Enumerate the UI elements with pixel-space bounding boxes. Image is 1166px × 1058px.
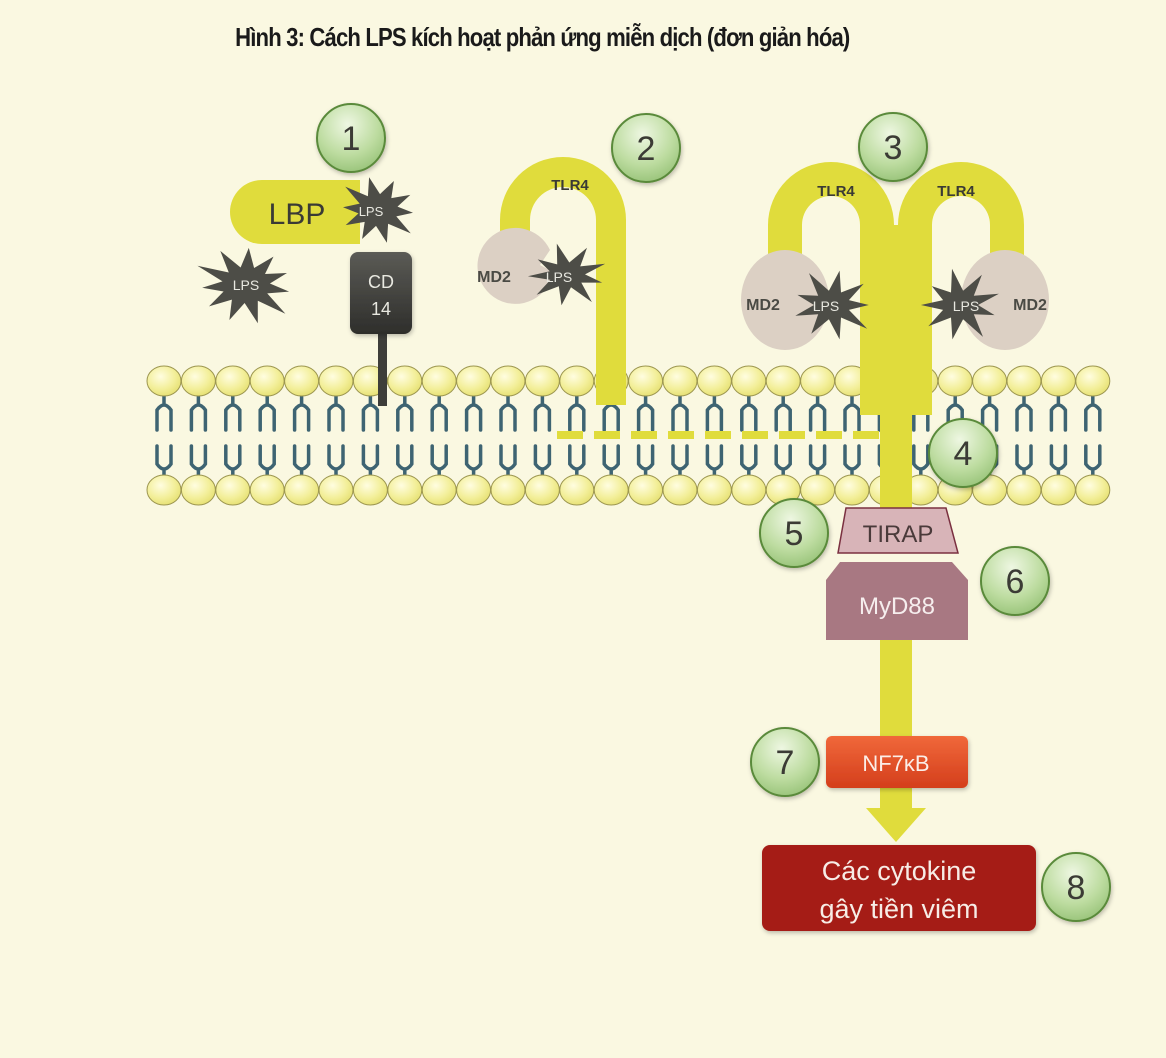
phospholipid [524, 365, 560, 506]
proinflammatory-cytokines-box: Các cytokine gây tiền viêm [762, 845, 1036, 931]
membrane-dash [557, 431, 583, 439]
phospholipid [284, 365, 320, 506]
membrane-dash [594, 431, 620, 439]
phospholipid [387, 365, 423, 506]
lbp-label: LBP [269, 198, 326, 231]
step-number: 8 [1067, 869, 1086, 907]
lps-label: LPS [233, 277, 259, 293]
step-badge-2: 2 [611, 113, 681, 183]
cd14-label-line2: 14 [371, 299, 391, 319]
step-badge-5: 5 [759, 498, 829, 568]
tlr4-left-label: TLR4 [817, 183, 855, 200]
md2-label: MD2 [477, 269, 511, 286]
step-number: 4 [954, 435, 973, 473]
lps-label: LPS [953, 298, 979, 314]
phospholipid [1040, 365, 1076, 506]
step-badge-7: 7 [750, 727, 820, 797]
nfkb-factor: NF7κB [826, 736, 968, 788]
md2-protein: MD2 [477, 227, 553, 304]
phospholipid [628, 365, 664, 506]
myd88-adaptor: MyD88 [826, 562, 968, 640]
membrane-dash [668, 431, 694, 439]
tirap-adaptor: TIRAP [837, 507, 959, 554]
step-badge-circle [611, 113, 681, 183]
lbp-protein: LBP [230, 180, 360, 244]
phospholipid [490, 365, 526, 506]
step-number: 1 [342, 120, 361, 158]
cd14-receptor: CD 14 [350, 252, 412, 406]
step-badge-3: 3 [858, 112, 928, 182]
step-badge-circle [928, 418, 998, 488]
signal-arrow-head [866, 808, 926, 842]
lps-free: LPS [197, 247, 290, 324]
cd14-label-line1: CD [368, 272, 394, 292]
step-badge-circle [980, 546, 1050, 616]
step-badge-8: 8 [1041, 852, 1111, 922]
tlr4-membrane-dashes [557, 431, 879, 439]
step-badge-circle [1041, 852, 1111, 922]
phospholipid [456, 365, 492, 506]
phospholipid [559, 365, 595, 506]
lps-label: LPS [546, 269, 572, 285]
lps-right-dimer: LPS [920, 268, 999, 340]
step-number: 2 [637, 130, 656, 168]
step-number: 6 [1006, 563, 1025, 601]
lps-bound-md2: LPS [527, 243, 606, 306]
membrane-dash [816, 431, 842, 439]
md2-label: MD2 [1013, 297, 1047, 314]
myd88-label: MyD88 [859, 593, 935, 620]
step-badge-circle [858, 112, 928, 182]
phospholipid [765, 365, 801, 506]
step-badge-circle [759, 498, 829, 568]
membrane-dash [853, 431, 879, 439]
phospholipid [146, 365, 182, 506]
tirap-label: TIRAP [863, 521, 934, 548]
step-badge-circle [316, 103, 386, 173]
lps-label: LPS [359, 204, 384, 219]
membrane-dash [779, 431, 805, 439]
md2-label: MD2 [746, 297, 780, 314]
tlr4-right-label: TLR4 [937, 183, 975, 200]
md2-right: MD2 [961, 250, 1049, 350]
tlr4-intracellular-stalk [880, 415, 912, 515]
md2-left: MD2 [741, 250, 829, 350]
membrane-dash [631, 431, 657, 439]
cytokine-label-line2: gây tiền viêm [819, 894, 978, 924]
tlr4-monomer: TLR4 [500, 157, 626, 405]
cytokine-label-line1: Các cytokine [822, 856, 977, 886]
lps-label: LPS [813, 298, 839, 314]
membrane-dash [705, 431, 731, 439]
step-badge-1: 1 [316, 103, 386, 173]
membrane-dash [742, 431, 768, 439]
phospholipid [249, 365, 285, 506]
phospholipid [1006, 365, 1042, 506]
phospholipid [215, 365, 251, 506]
lps-left-dimer: LPS [795, 270, 869, 340]
phospholipid [662, 365, 698, 506]
tlr4-label: TLR4 [551, 177, 589, 194]
phospholipid [800, 365, 836, 506]
phospholipid [1075, 365, 1111, 506]
step-number: 5 [785, 515, 804, 553]
lps-bound-lbp: LPS [343, 177, 413, 243]
step-badge-6: 6 [980, 546, 1050, 616]
step-number: 7 [776, 744, 795, 782]
cd14-stalk [378, 330, 387, 406]
figure-title: Hình 3: Cách LPS kích hoạt phản ứng miễn… [235, 22, 850, 52]
tlr4-dimer: TLR4 TLR4 [768, 162, 1024, 515]
step-badge-circle [750, 727, 820, 797]
step-number: 3 [884, 129, 903, 167]
phospholipid [180, 365, 216, 506]
phospholipid [421, 365, 457, 506]
step-badge-4: 4 [928, 418, 998, 488]
nfkb-label: NF7κB [862, 751, 929, 776]
phospholipid [318, 365, 354, 506]
